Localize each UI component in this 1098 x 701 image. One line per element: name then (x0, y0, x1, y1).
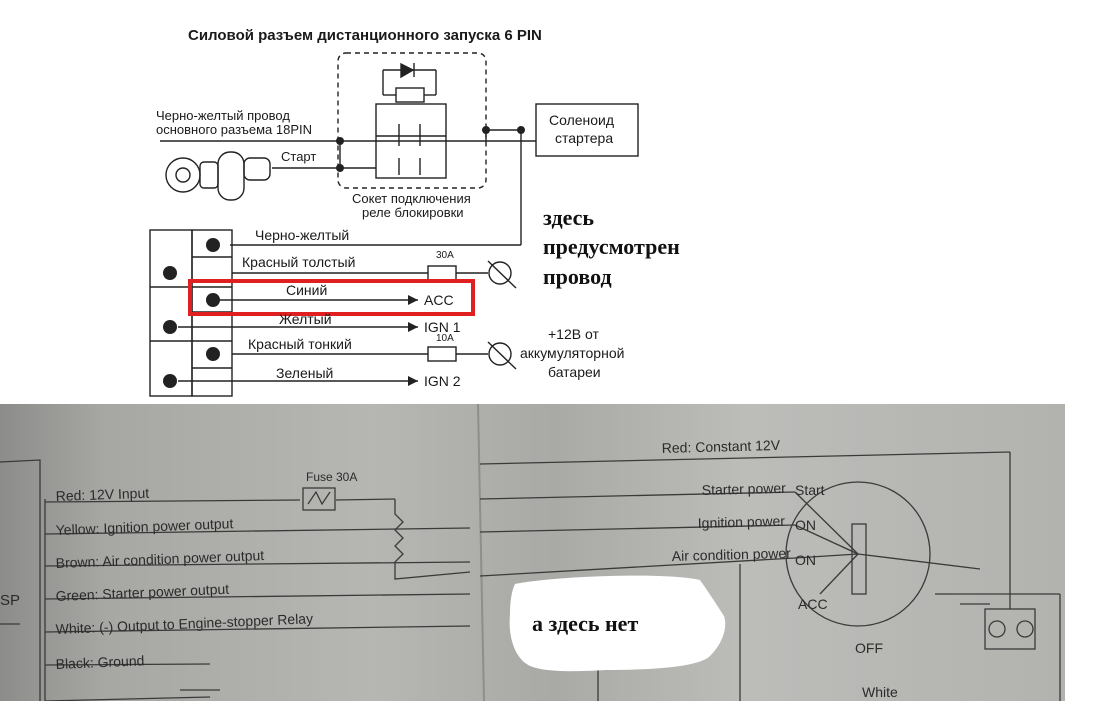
manual-white-label: White (862, 684, 898, 700)
fuse-label: 30A (436, 250, 454, 261)
acc-highlight-box (188, 279, 475, 316)
annotation-line-1: здесь (543, 205, 595, 230)
switch-position: Start (795, 482, 825, 498)
wiring-schematic (149, 52, 639, 397)
manual-red-constant: Red: Constant 12V (661, 436, 781, 456)
edge-fragment: SP (0, 592, 21, 609)
battery-label-1: +12В от (548, 326, 599, 342)
manual-wire-label: Red: 12V Input (55, 484, 150, 504)
fuse-30a (427, 265, 457, 281)
bw-wire-label-1: Черно-желтый провод (156, 108, 290, 123)
switch-position: OFF (855, 640, 883, 656)
annotation-no-wire: а здесь нет (532, 611, 639, 636)
pin-label: Зеленый (276, 365, 334, 381)
socket-label-2: реле блокировки (362, 205, 464, 220)
switch-position: ON (795, 552, 816, 568)
solenoid-label-2: стартера (555, 130, 614, 146)
fuse-10a (427, 346, 457, 362)
diode-body (395, 87, 425, 103)
solenoid-box (535, 103, 639, 157)
pin-label: Синий (286, 282, 328, 298)
diagram-title: Силовой разъем дистанционного запуска 6 … (188, 27, 542, 44)
manual-drawing (0, 404, 1061, 701)
socket-label-1: Сокет подключения (352, 191, 471, 206)
manual-fuse-label: Fuse 30A (306, 470, 358, 484)
fuse-label: 10A (436, 333, 454, 344)
pin-target: ACC (424, 292, 454, 308)
pin-target: IGN 1 (424, 319, 461, 335)
manual-right-label: Starter power (701, 479, 787, 498)
pin-target: IGN 2 (424, 373, 461, 389)
battery-label-3: батареи (548, 364, 601, 380)
battery-label-2: аккумуляторной (520, 345, 625, 361)
pin-label: Черно-желтый (255, 227, 350, 243)
pin-label: Красный толстый (242, 254, 356, 270)
pin-label: Желтый (279, 311, 332, 327)
pin-label: Красный тонкий (248, 336, 352, 352)
manual-right-label: Ignition power (697, 512, 786, 531)
switch-position: ON (795, 517, 816, 533)
manual-photo: Red: 12V Input Yellow: Ignition power ou… (0, 404, 1065, 701)
manual-right-label: Air condition power (671, 544, 792, 564)
start-label: Старт (281, 149, 317, 164)
annotation-line-2: предусмотрен (543, 234, 680, 259)
switch-position: ACC (798, 596, 828, 612)
relay-socket-box (337, 52, 487, 189)
annotation-line-3: провод (543, 264, 612, 289)
solenoid-label-1: Соленоид (549, 112, 615, 128)
bw-wire-label-2: основного разъема 18PIN (156, 122, 313, 137)
annotation-blob (509, 575, 726, 672)
